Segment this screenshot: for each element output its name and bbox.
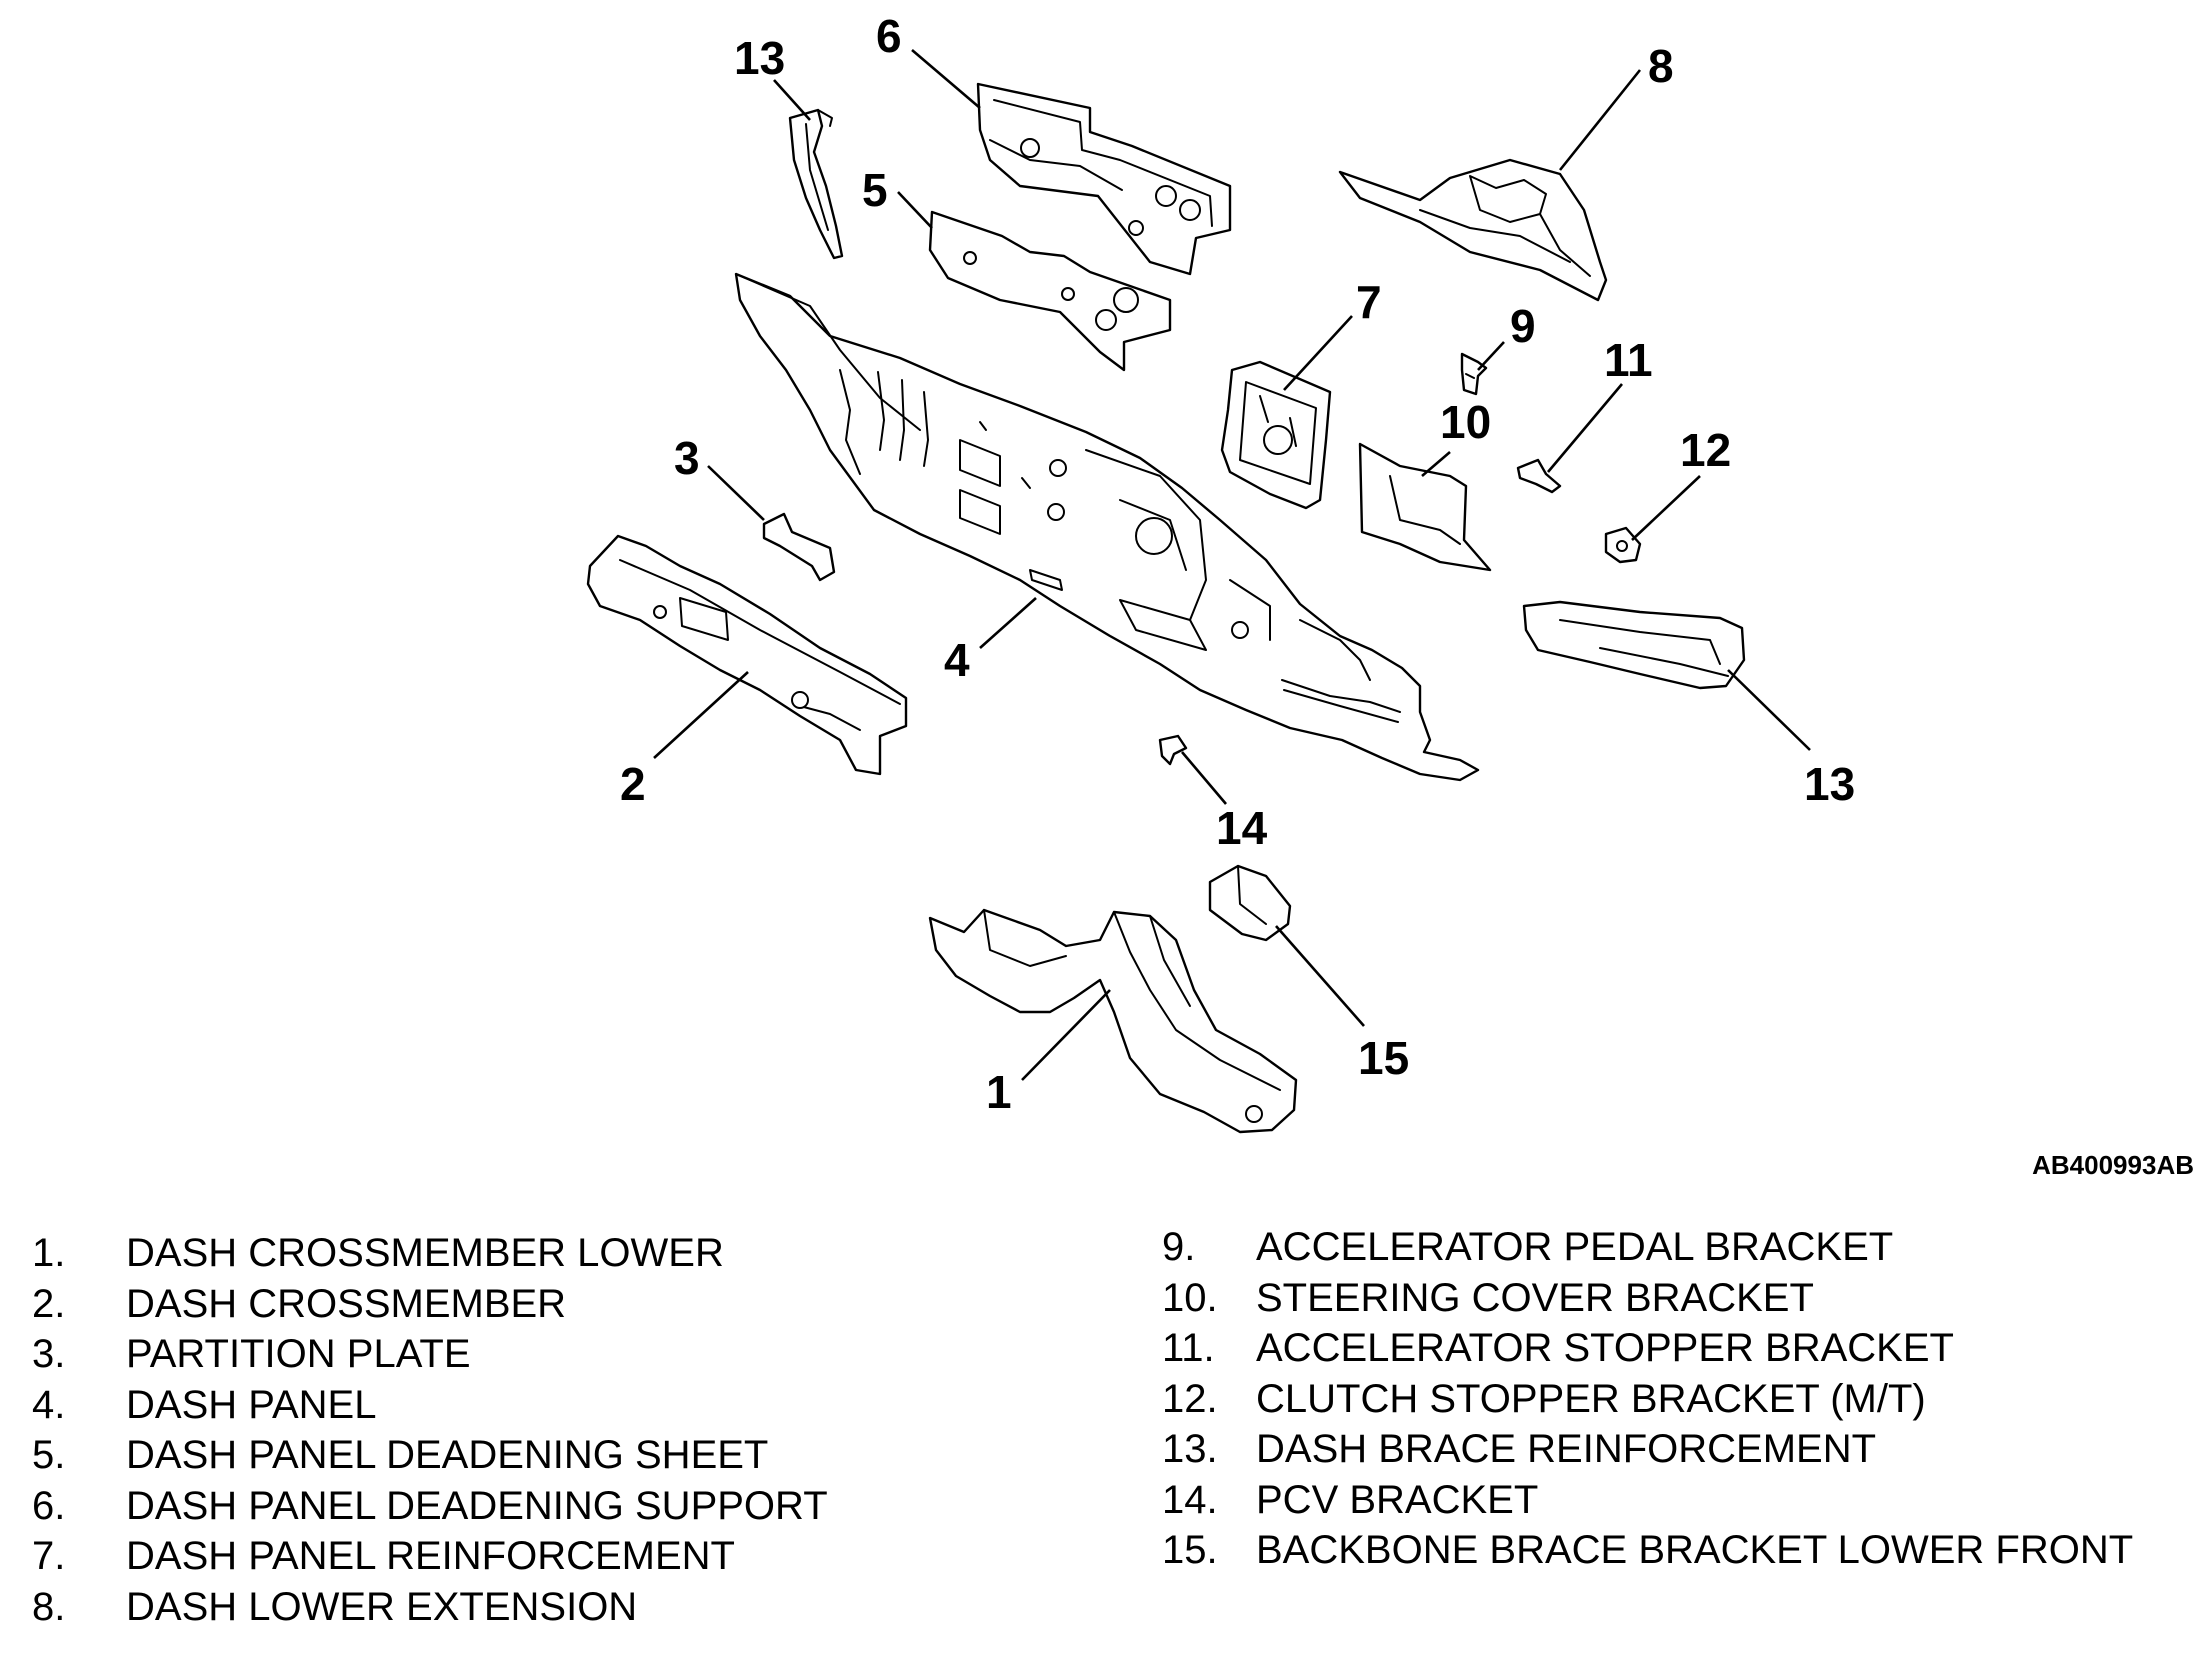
part-deadening-sheet — [928, 210, 1172, 372]
legend-item-number: 5. — [32, 1433, 66, 1478]
legend-item-label: DASH CROSSMEMBER — [126, 1281, 567, 1326]
legend-item-number: 1. — [32, 1231, 66, 1276]
legend-item: 1. DASH CROSSMEMBER LOWER — [32, 1228, 828, 1279]
part-accelerator-pedal-bracket — [1460, 352, 1488, 396]
legend-item: 4. DASH PANEL — [32, 1380, 828, 1431]
legend-item-number: 6. — [32, 1483, 66, 1528]
callout-labels: 13 6 5 8 7 9 11 10 3 12 4 2 13 14 15 1 — [620, 10, 1855, 1118]
leader-lines — [653, 49, 1811, 1081]
legend-item-label: PARTITION PLATE — [126, 1332, 471, 1377]
legend-item-label: STEERING COVER BRACKET — [1256, 1275, 1814, 1320]
legend-item-number: 12. — [1162, 1376, 1218, 1421]
legend-item: 11. ACCELERATOR STOPPER BRACKET — [1162, 1323, 2133, 1374]
legend-item: 3. PARTITION PLATE — [32, 1329, 828, 1380]
callout-10: 10 — [1440, 396, 1491, 448]
legend-item: 12. CLUTCH STOPPER BRACKET (M/T) — [1162, 1374, 2133, 1425]
callout-14: 14 — [1216, 802, 1268, 854]
callout-1: 1 — [986, 1066, 1012, 1118]
legend-item: 5. DASH PANEL DEADENING SHEET — [32, 1430, 828, 1481]
legend-item-label: BACKBONE BRACE BRACKET LOWER FRONT — [1256, 1528, 2134, 1573]
part-accelerator-stopper-bracket — [1516, 458, 1562, 494]
part-dash-crossmember-lower — [928, 908, 1298, 1134]
legend-item: 8. DASH LOWER EXTENSION — [32, 1582, 828, 1633]
legend-item-number: 15. — [1162, 1528, 1218, 1573]
callout-5: 5 — [862, 164, 888, 216]
part-dash-crossmember — [586, 534, 908, 776]
legend-right-column: 9. ACCELERATOR PEDAL BRACKET 10. STEERING … — [1162, 1222, 2133, 1576]
legend-item-label: DASH LOWER EXTENSION — [126, 1584, 638, 1629]
part-pcv-bracket — [1158, 734, 1188, 766]
legend-item: 2. DASH CROSSMEMBER — [32, 1279, 828, 1330]
legend-item-label: DASH PANEL REINFORCEMENT — [126, 1534, 735, 1579]
reference-code: AB400993AB — [2032, 1150, 2194, 1180]
callout-15: 15 — [1358, 1032, 1409, 1084]
legend-item-number: 3. — [32, 1332, 66, 1377]
legend-item-number: 4. — [32, 1382, 66, 1427]
part-backbone-brace-bracket — [1208, 864, 1292, 942]
legend-item-label: PCV BRACKET — [1256, 1477, 1539, 1522]
legend-item-label: DASH PANEL DEADENING SUPPORT — [126, 1483, 828, 1528]
callout-3: 3 — [674, 432, 700, 484]
legend-item-number: 10. — [1162, 1275, 1218, 1320]
legend-item-number: 7. — [32, 1534, 66, 1579]
part-dash-lower-extension — [1338, 158, 1608, 302]
part-dash-brace-reinforcement-upper — [788, 108, 844, 260]
callout-2: 2 — [620, 758, 646, 810]
part-dash-panel-reinforcement — [1220, 360, 1332, 510]
part-dash-panel — [734, 272, 1480, 782]
legend-item: 7. DASH PANEL REINFORCEMENT — [32, 1531, 828, 1582]
part-deadening-support — [976, 82, 1232, 276]
legend-item: 14. PCV BRACKET — [1162, 1475, 2133, 1526]
legend-item-number: 9. — [1162, 1225, 1196, 1270]
part-partition-plate — [762, 512, 836, 582]
legend-left-column: 1. DASH CROSSMEMBER LOWER 2. DASH CROSSMEM… — [32, 1228, 828, 1632]
callout-12: 12 — [1680, 424, 1731, 476]
legend-item: 15. BACKBONE BRACE BRACKET LOWER FRONT — [1162, 1525, 2133, 1576]
legend-item-number: 11. — [1162, 1326, 1215, 1371]
legend-item-number: 13. — [1162, 1427, 1218, 1472]
legend-item: 6. DASH PANEL DEADENING SUPPORT — [32, 1481, 828, 1532]
callout-6: 6 — [876, 10, 902, 62]
legend-item-label: DASH PANEL DEADENING SHEET — [126, 1433, 769, 1478]
legend-item: 13. DASH BRACE REINFORCEMENT — [1162, 1424, 2133, 1475]
legend-item-number: 8. — [32, 1584, 66, 1629]
part-dash-brace-reinforcement-lower — [1522, 600, 1746, 690]
part-steering-cover-bracket — [1358, 442, 1492, 572]
callout-13-upper: 13 — [734, 32, 785, 84]
callout-8: 8 — [1648, 40, 1674, 92]
legend-item: 9. ACCELERATOR PEDAL BRACKET — [1162, 1222, 2133, 1273]
callout-7: 7 — [1356, 276, 1382, 328]
callout-13-lower: 13 — [1804, 758, 1855, 810]
legend-item-label: ACCELERATOR STOPPER BRACKET — [1256, 1326, 1954, 1371]
legend-item-label: CLUTCH STOPPER BRACKET (M/T) — [1256, 1376, 1926, 1421]
callout-4: 4 — [944, 634, 970, 686]
legend-item-number: 2. — [32, 1281, 66, 1326]
legend-item-label: DASH BRACE REINFORCEMENT — [1256, 1427, 1877, 1472]
legend-item-label: DASH CROSSMEMBER LOWER — [126, 1231, 724, 1276]
legend-item-label: ACCELERATOR PEDAL BRACKET — [1256, 1225, 1894, 1270]
callout-9: 9 — [1510, 300, 1536, 352]
part-clutch-stopper-bracket — [1604, 526, 1642, 564]
legend-item-number: 14. — [1162, 1477, 1218, 1522]
legend-item-label: DASH PANEL — [126, 1382, 377, 1427]
legend-item: 10. STEERING COVER BRACKET — [1162, 1273, 2133, 1324]
callout-11: 11 — [1604, 334, 1653, 386]
